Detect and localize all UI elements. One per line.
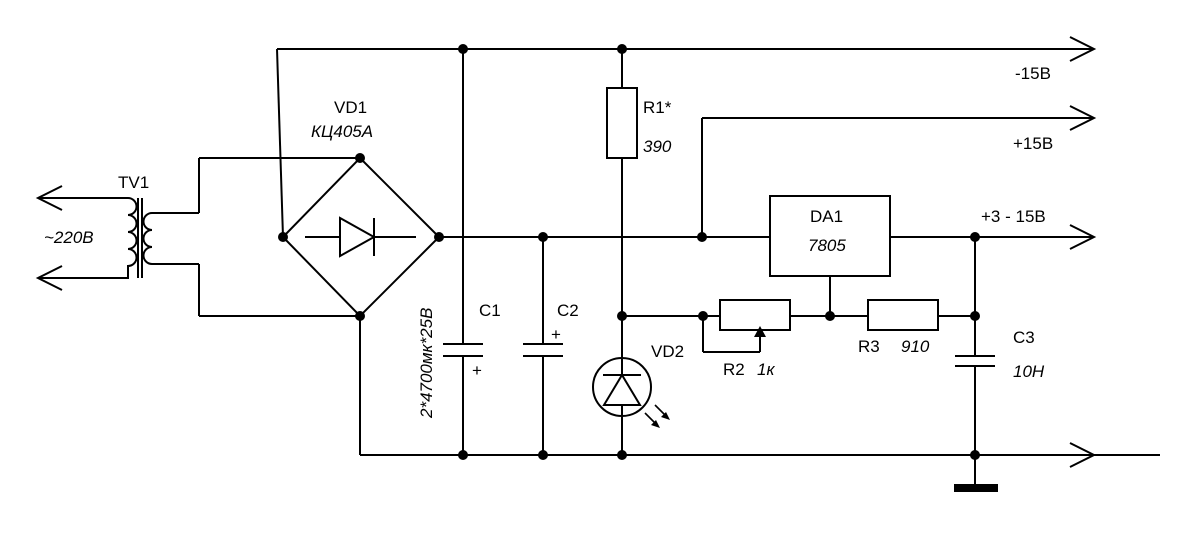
label-vd1: VD1 [334,98,367,117]
led-vd2 [592,357,670,428]
label-c2: C2 [557,301,579,320]
capacitor-c2 [523,343,563,357]
arrow-minus15 [1069,36,1097,62]
bridge-diode-symbol [339,216,377,258]
arrow-adjustable [1069,224,1097,250]
capacitor-c1 [443,343,483,357]
arrow-ground [1069,442,1097,468]
mains-input [35,185,120,291]
regulator-da1 [769,195,891,277]
potentiometer-r2 [719,299,791,337]
transformer-tv1 [120,197,199,279]
label-c3: C3 [1013,328,1035,347]
label-r1: R1* [643,98,672,117]
label-da1-type: 7805 [808,236,846,255]
label-da1: DA1 [810,207,843,226]
label-r1-value: 390 [643,137,672,156]
resistor-r1 [606,87,638,159]
label-tv1: TV1 [118,173,149,192]
label-vd2: VD2 [651,342,684,361]
resistor-r3 [867,299,939,331]
label-minus15: -15В [1015,64,1051,83]
label-c3-value: 10Н [1013,362,1045,381]
label-mains: ~220В [44,228,94,247]
label-r2-value: 1к [757,360,775,379]
diode-bridge-vd1 [281,156,441,318]
light-emission-icon [644,404,670,428]
wires [198,48,1160,488]
label-caps-rating: 2*4700мк*25В [417,308,436,419]
polarity-plus-c2: + [551,325,561,344]
label-vd1-type: КЦ405А [311,122,373,141]
label-adjustable: +3 - 15В [981,207,1046,226]
polarity-plus-c1: + [472,361,482,380]
output-arrows [1069,36,1097,468]
capacitor-c3 [955,355,995,367]
label-plus15: +15В [1013,134,1053,153]
junction-dots [278,44,980,460]
label-r3: R3 [858,337,880,356]
label-r3-value: 910 [901,337,930,356]
label-c1: C1 [479,301,501,320]
label-r2: R2 [723,360,745,379]
ground-symbol [954,484,998,492]
arrow-plus15 [1069,105,1097,131]
